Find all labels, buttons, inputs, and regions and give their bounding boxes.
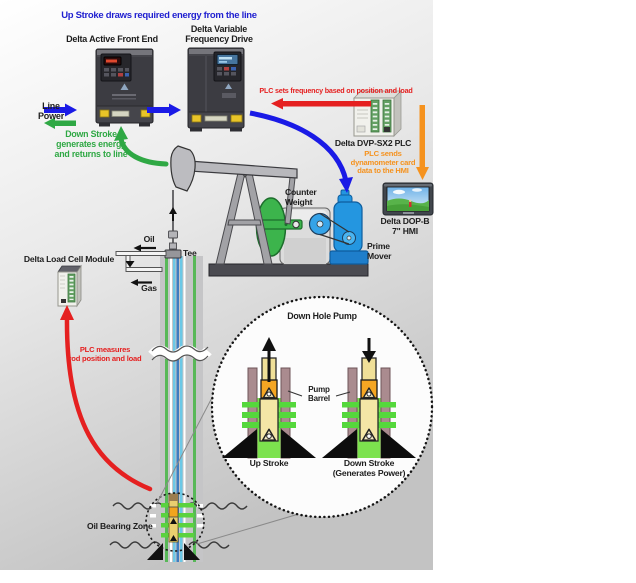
gas-pipe-horizontal <box>125 267 163 272</box>
plc-measures-line: rod position and load <box>68 353 142 363</box>
up-stroke-pump <box>221 337 317 459</box>
pump-barrel-line: Pump <box>308 385 330 394</box>
down-stroke-note-line: generates energy <box>56 139 126 150</box>
zoom-source-circle <box>145 492 205 552</box>
plc-label: Delta DVP-SX2 PLC <box>334 138 412 148</box>
mini-downhole-pump <box>147 493 203 560</box>
plc-sends-line: PLC sends <box>364 149 402 158</box>
line-power-in-arrow <box>44 103 77 117</box>
vfd-label-line: Delta Variable <box>190 24 248 34</box>
down-hole-pump-title: Down Hole Pump <box>287 311 357 321</box>
line-power-line: Power <box>37 111 65 122</box>
line-power-label: Line Power <box>38 101 64 122</box>
down-stroke-note: Down Stroke generates energy and returns… <box>55 129 128 159</box>
plc-sends-note: PLC sends dynamometer card data to the H… <box>350 149 416 176</box>
down-arrow-icon <box>362 351 376 363</box>
prime-mover-line: Mover <box>367 250 392 261</box>
downhole-pump-inset <box>210 295 434 519</box>
vfd-device <box>187 47 245 132</box>
well-to-loadcell-arrow <box>60 305 153 492</box>
delta-logo-icon <box>120 83 129 90</box>
plc-device <box>353 90 402 137</box>
prime-mover-line: Prime <box>367 241 390 251</box>
casing-break <box>148 345 212 361</box>
plc-sends-line: dynamometer card <box>350 157 416 167</box>
title: Up Stroke draws required energy from the… <box>61 10 257 21</box>
load-cell-device <box>57 264 82 308</box>
vfd-label: Delta Variable Frequency Drive <box>185 24 253 45</box>
afe-device <box>95 48 154 127</box>
down-stroke-pump <box>321 338 417 459</box>
horsehead <box>170 145 196 192</box>
vfd-label-line: Frequency Drive <box>185 34 253 45</box>
plc-sends-line: data to the HMI <box>357 166 409 176</box>
pump-barrel-line: Barrel <box>308 394 330 404</box>
down-stroke-note-line: Down Stroke <box>65 129 117 139</box>
plc-measures-line: PLC measures <box>79 345 131 354</box>
hmi-label: Delta DOP-B 7" HMI <box>380 216 430 237</box>
plc-to-hmi-arrow <box>416 105 429 180</box>
gearbox-lower <box>284 238 326 264</box>
counter-weight-line: Counter <box>285 187 317 197</box>
oil-label: Oil <box>143 234 155 244</box>
pump-jack <box>170 145 369 277</box>
load-cell-label: Delta Load Cell Module <box>23 254 115 264</box>
well-casing <box>148 256 212 562</box>
afe-label: Delta Active Front End <box>66 34 158 44</box>
pumpjack-base <box>208 263 369 277</box>
down-stroke-line: Down Stroke <box>343 458 395 468</box>
up-arrow-icon <box>262 337 276 351</box>
counter-weight-line: Weight <box>285 196 313 207</box>
down-stroke-note-line: and returns to line <box>54 149 128 160</box>
check-valve-icon <box>125 261 135 268</box>
belt <box>319 212 350 233</box>
inset-circle <box>210 295 434 519</box>
crank-pin <box>292 220 300 229</box>
hmi-label-line: 7" HMI <box>392 225 418 236</box>
gas-flow-arrow <box>130 279 152 286</box>
up-stroke-label: Up Stroke <box>249 458 289 468</box>
tee-label: Tee <box>183 248 197 258</box>
pump-barrel-label: Pump Barrel <box>308 385 330 403</box>
gas-label: Gas <box>141 283 157 293</box>
pump-barrel-leader <box>287 390 303 397</box>
hmi-device <box>382 182 434 216</box>
oil-bearing-zone-label: Oil Bearing Zone <box>87 521 153 531</box>
prime-mover-label: Prime Mover <box>367 241 392 262</box>
plc-sets-note: PLC sets frequency based on position and… <box>259 86 413 95</box>
tee-fitting <box>164 249 182 259</box>
line-power-line: Line <box>42 101 60 111</box>
hmi-label-line: Delta DOP-B <box>380 216 430 226</box>
counter-weight-label: Counter Weight <box>285 187 317 208</box>
downstroke-return-arrow <box>114 126 169 167</box>
down-stroke-label: Down Stroke (Generates Power) <box>332 458 406 479</box>
magnifier-leader-line <box>156 389 217 504</box>
vfd-to-motor-arrow <box>249 110 353 193</box>
oil-flow-arrow <box>133 244 156 252</box>
wellhead <box>115 190 182 286</box>
rod-up-marker-icon <box>169 207 177 214</box>
pump-barrel-leader <box>335 391 351 397</box>
oil-pipe <box>115 251 167 256</box>
line-power-return-arrow <box>44 117 76 129</box>
afe-to-vfd-arrow <box>147 103 181 117</box>
plc-to-vfd-arrow <box>271 98 371 110</box>
plc-measures-note: PLC measures rod position and load <box>68 345 142 363</box>
oil-bearing-zone-area <box>109 492 248 560</box>
delta-logo-icon <box>225 83 232 89</box>
down-stroke-line: (Generates Power) <box>332 467 406 478</box>
